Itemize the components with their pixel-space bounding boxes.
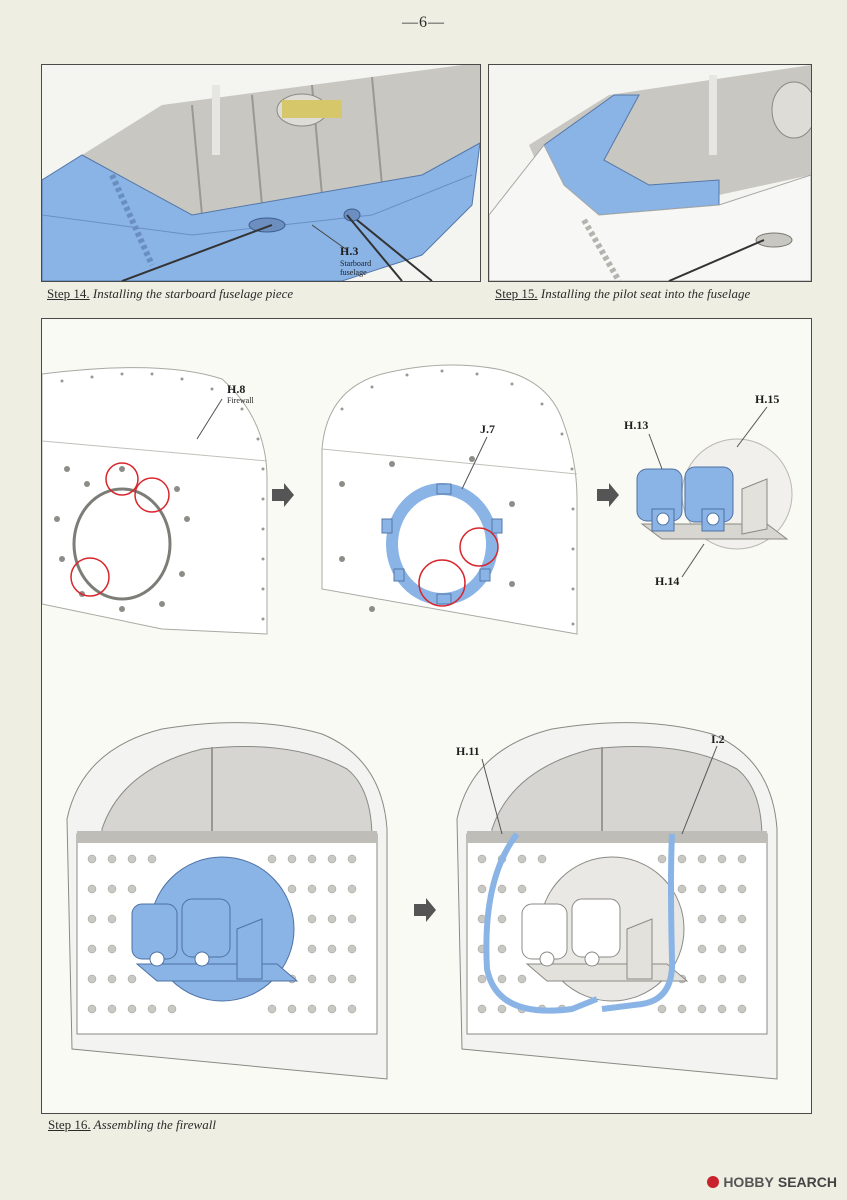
arrow-right-icon bbox=[414, 898, 436, 922]
part-label-j7: J.7 bbox=[480, 422, 495, 436]
firewall-with-ring: J.7 bbox=[321, 364, 578, 635]
step15-title: Installing the pilot seat into the fusel… bbox=[540, 286, 751, 301]
arrow-right-icon bbox=[272, 483, 294, 507]
part-label-h13: H.13 bbox=[624, 418, 648, 432]
part-label-h15: H.15 bbox=[755, 392, 779, 406]
part-label-h11: H.11 bbox=[456, 744, 480, 758]
firewall-with-cables: H.11 I.2 bbox=[456, 722, 778, 1080]
magneto-assembly: H.13 H.15 H.14 bbox=[624, 392, 793, 588]
watermark-suffix: SEARCH bbox=[777, 1174, 837, 1190]
hobby-search-logo-icon bbox=[707, 1176, 720, 1188]
firewall-assembled bbox=[66, 722, 388, 1080]
arrow-right-icon bbox=[597, 483, 619, 507]
part-label-i2: I.2 bbox=[711, 732, 725, 746]
part-label-h14: H.14 bbox=[655, 574, 679, 588]
step15-illustration bbox=[488, 64, 812, 282]
part-desc-fuselage: fuselage bbox=[340, 268, 367, 277]
step16-illustration: H.8 Firewall bbox=[41, 318, 812, 1114]
step14-illustration: H.3 Starboard fuselage bbox=[41, 64, 481, 282]
page-number: —6— bbox=[402, 14, 445, 31]
part-label-h8: H.8 bbox=[227, 382, 245, 396]
step16-caption: Step 16. Assembling the firewall bbox=[48, 1117, 216, 1133]
step15-number: Step 15. bbox=[495, 286, 538, 301]
part-desc-firewall: Firewall bbox=[227, 396, 254, 405]
step15-caption: Step 15. Installing the pilot seat into … bbox=[495, 286, 750, 302]
part-desc-starboard: Starboard bbox=[340, 259, 371, 268]
hobby-search-watermark: HOBBY SEARCH bbox=[707, 1174, 837, 1190]
part-label-h3: H.3 bbox=[340, 244, 358, 258]
step16-title: Assembling the firewall bbox=[93, 1117, 216, 1132]
step16-number: Step 16. bbox=[48, 1117, 91, 1132]
firewall-plain: H.8 Firewall bbox=[42, 367, 268, 635]
step14-number: Step 14. bbox=[47, 286, 90, 301]
watermark-brand: HOBBY bbox=[723, 1174, 774, 1190]
step14-caption: Step 14. Installing the starboard fusela… bbox=[47, 286, 293, 302]
step14-title: Installing the starboard fuselage piece bbox=[92, 286, 294, 301]
